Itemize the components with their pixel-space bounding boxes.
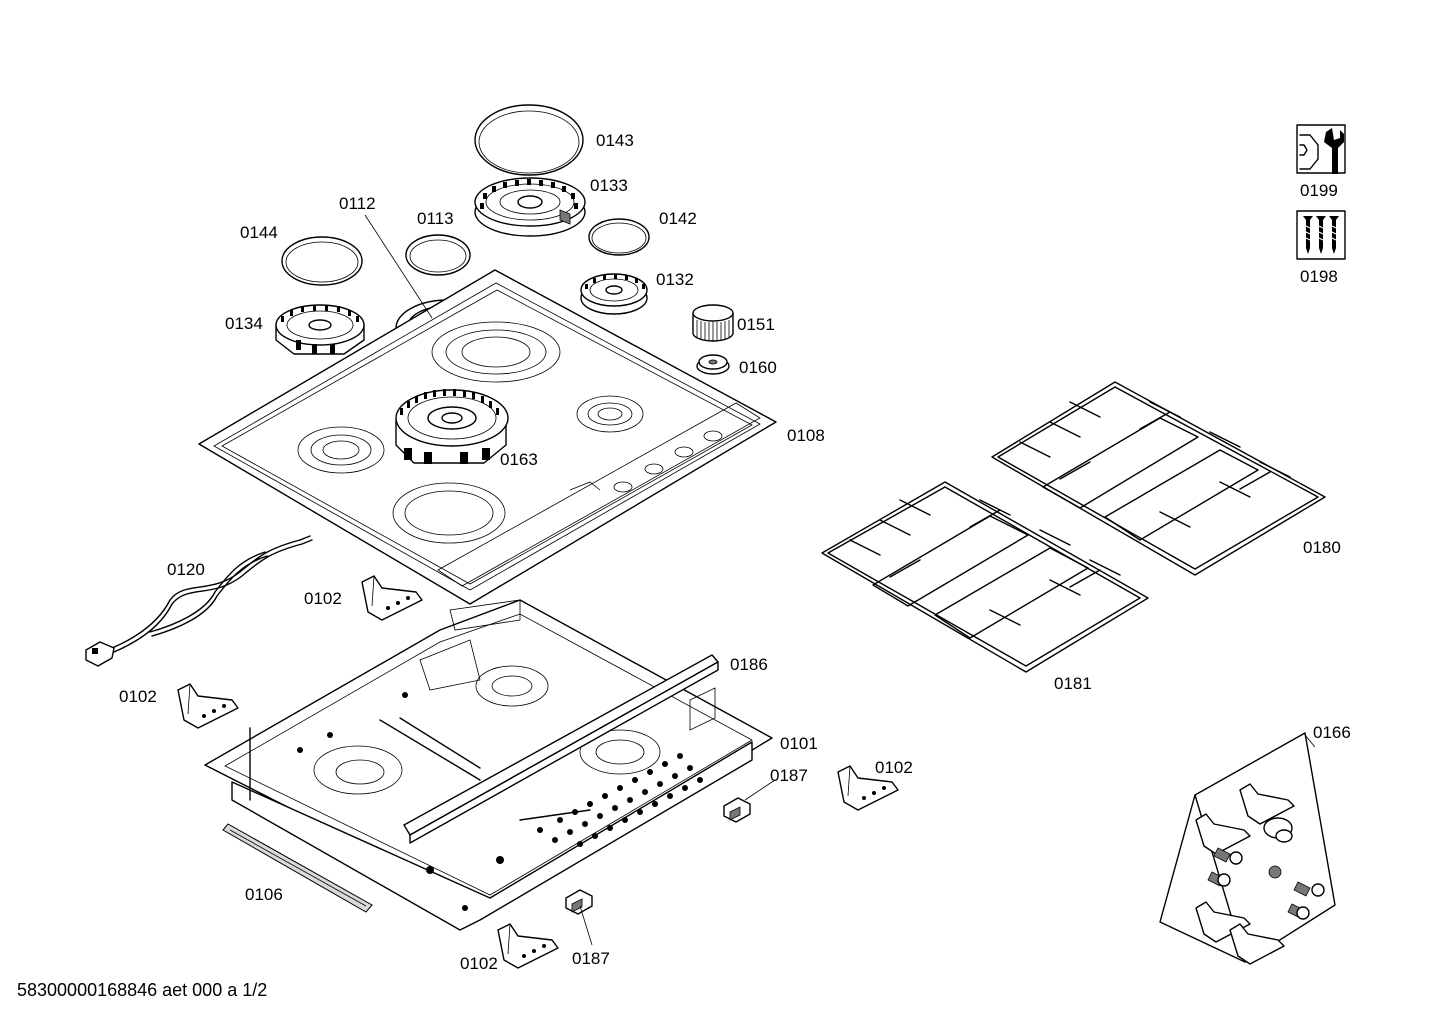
part-0133-burner[interactable] xyxy=(474,177,586,237)
part-0113-burner-cap[interactable] xyxy=(405,234,471,276)
label-0101: 0101 xyxy=(780,734,818,753)
label-0143: 0143 xyxy=(596,131,634,150)
part-0102-clip[interactable] xyxy=(177,683,239,729)
label-0133: 0133 xyxy=(590,176,628,195)
part-0151-control-knob[interactable] xyxy=(692,304,734,342)
part-0144-burner-cap[interactable] xyxy=(281,236,363,286)
part-0132-burner[interactable] xyxy=(580,273,648,315)
part-0160-knob-insert[interactable] xyxy=(696,354,730,375)
label-0160: 0160 xyxy=(739,358,777,377)
part-0186-rail[interactable] xyxy=(403,654,719,844)
part-0101-bottom-tray[interactable] xyxy=(204,599,773,931)
label-0186: 0186 xyxy=(730,655,768,674)
label-0120: 0120 xyxy=(167,560,205,579)
part-0187-clip[interactable] xyxy=(565,889,593,915)
label-0113: 0113 xyxy=(417,209,454,228)
document-id: 58300000168846 aet 000 a 1/2 xyxy=(17,980,268,1000)
part-0134-burner[interactable] xyxy=(275,304,365,355)
label-0151: 0151 xyxy=(737,315,775,334)
label-0108: 0108 xyxy=(787,426,825,445)
label-0181: 0181 xyxy=(1054,674,1092,693)
part-0142-burner-cap[interactable] xyxy=(588,218,650,256)
label-0102-bottom: 0102 xyxy=(460,954,498,973)
label-0198: 0198 xyxy=(1300,267,1338,286)
label-0187-bottom: 0187 xyxy=(572,949,610,968)
part-0106-seal-strip[interactable] xyxy=(222,823,373,913)
label-0132: 0132 xyxy=(656,270,694,289)
label-0180: 0180 xyxy=(1303,538,1341,557)
screws-icon xyxy=(1296,210,1346,260)
label-0102-top: 0102 xyxy=(304,589,342,608)
part-0163-wok-burner[interactable] xyxy=(395,389,509,464)
label-0187-right: 0187 xyxy=(770,766,808,785)
part-0120-power-cable[interactable] xyxy=(85,535,313,667)
label-0112: 0112 xyxy=(339,194,376,213)
part-0102-clip[interactable] xyxy=(497,923,559,969)
label-0144: 0144 xyxy=(240,223,278,242)
part-labels: 0143 0133 0112 0113 0142 0144 0132 0134 … xyxy=(119,131,1351,973)
part-0187-clip[interactable] xyxy=(723,797,751,823)
label-0142: 0142 xyxy=(659,209,697,228)
label-0134: 0134 xyxy=(225,314,263,333)
part-0102-clip[interactable] xyxy=(837,765,899,811)
part-0180-pan-support[interactable] xyxy=(991,381,1326,576)
label-0163: 0163 xyxy=(500,450,538,469)
wrench-nut-icon xyxy=(1296,124,1346,174)
part-0166-accessory-kit[interactable] xyxy=(1159,732,1336,965)
label-0102-right: 0102 xyxy=(875,758,913,777)
label-0106: 0106 xyxy=(245,885,283,904)
part-0143-burner-cap[interactable] xyxy=(474,104,584,176)
leader-lines xyxy=(364,214,1316,946)
label-0199: 0199 xyxy=(1300,181,1338,200)
part-0181-pan-support[interactable] xyxy=(821,481,1149,673)
label-0102-left: 0102 xyxy=(119,687,157,706)
part-0102-clip[interactable] xyxy=(361,575,423,621)
label-0166: 0166 xyxy=(1313,723,1351,742)
